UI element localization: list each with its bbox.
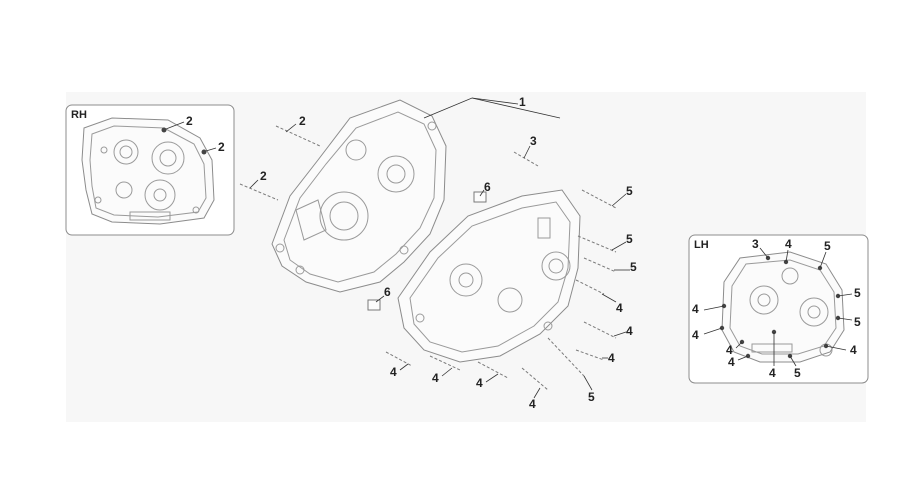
rh-inset-title: RH [71,109,87,121]
callout-4-c: 4 [608,351,615,365]
bolt-2-upper [275,125,321,147]
bolt-4-g [521,367,549,391]
dowel-6-upper [473,191,487,203]
lh-callout-4-top: 4 [785,237,792,251]
crankcase-left-half [397,189,581,363]
rh-bolt-upper [161,127,167,133]
lh-callout-5-right-a: 5 [854,286,861,300]
bolt-4-f [477,361,509,379]
callout-5-c: 5 [630,260,637,274]
callout-4-d: 4 [390,365,397,379]
lh-callout-4-right: 4 [850,343,857,357]
lh-callout-4-left-a: 4 [692,302,699,316]
lh-inset-title: LH [694,239,709,251]
callout-6-upper: 6 [484,180,491,194]
lh-callout-4-left-b: 4 [692,328,699,342]
callout-6-lower: 6 [384,285,391,299]
callout-2-lower: 2 [260,169,267,183]
callout-4-b: 4 [626,324,633,338]
lh-crankcase-drawing [719,251,845,363]
dowel-6-lower [367,299,381,311]
lh-callout-3: 3 [752,237,759,251]
bolt-4-e [429,355,461,371]
bolt-2-lower [239,183,279,201]
lh-callout-5-right-b: 5 [854,315,861,329]
bolt-5-c [583,257,617,273]
main-exploded-view: 1 2 2 3 6 6 5 5 5 4 4 4 4 4 4 4 5 [239,95,637,411]
bolt-5-b [577,235,617,253]
callout-3: 3 [530,134,537,148]
rh-bolt-right [201,149,207,155]
callout-4-e: 4 [432,371,439,385]
callout-4-g: 4 [529,397,536,411]
callout-4-a: 4 [616,301,623,315]
rh-callout-2a: 2 [186,114,193,128]
callout-2-upper: 2 [299,114,306,128]
bolt-4-b [583,321,617,339]
lh-callout-4-bottom-a: 4 [726,343,733,357]
callout-5-d: 5 [588,390,595,404]
lh-inset: LH [688,234,869,384]
rh-inset: RH 2 2 [65,104,235,236]
crankcase-right-half [271,99,447,293]
bolt-5-d [547,337,585,377]
callout-5-a: 5 [626,184,633,198]
bolt-4-a [575,279,605,295]
rh-callout-2b: 2 [218,140,225,154]
bolt-4-c [575,349,605,361]
callout-1: 1 [519,95,526,109]
callout-4-f: 4 [476,376,483,390]
lh-callout-5-top: 5 [824,239,831,253]
callout-5-b: 5 [626,232,633,246]
bolt-5-a [581,189,617,209]
bolt-4-d [385,351,413,367]
lh-callout-4-bottom-c: 4 [769,366,776,380]
lh-callout-4-bottom-b: 4 [728,355,735,369]
leader-lines [249,97,630,399]
bolts [239,125,617,391]
lh-callout-5-bottom: 5 [794,366,801,380]
rh-crankcase-drawing [81,117,215,225]
